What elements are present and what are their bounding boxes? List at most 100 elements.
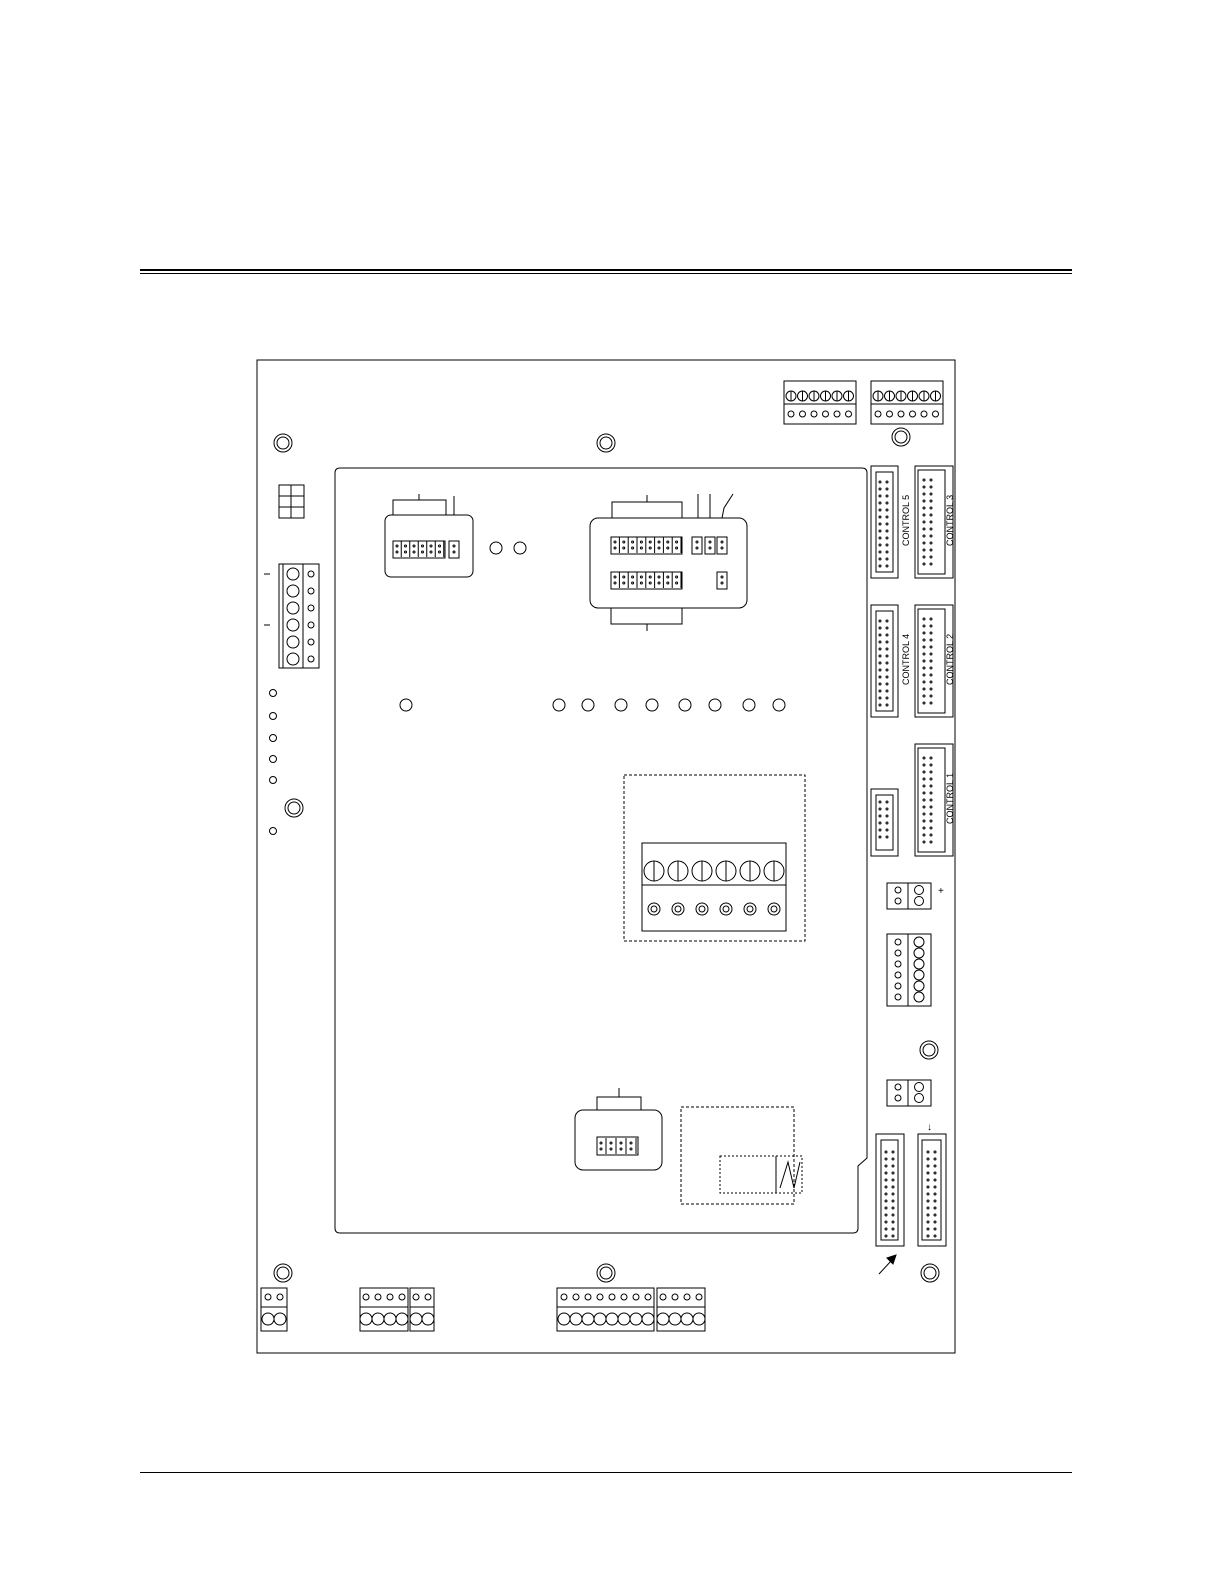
header-pin [923,486,925,488]
header-pin [934,1221,936,1223]
mounting-hole [274,434,292,452]
header-pin [923,507,925,509]
header-pin [934,1151,936,1153]
header-pin [934,1186,936,1188]
power-pin-core [747,906,753,912]
mounting-hole [920,1041,938,1059]
header-pin [923,695,925,697]
dip-dot [658,541,660,543]
header-pin [886,627,888,629]
header-pin [886,815,888,817]
terminal-pin [660,1294,666,1300]
mounting-hole [285,799,303,817]
power-pin-core [699,906,705,912]
header-pin [923,813,925,815]
terminal-screw [582,1313,594,1325]
header-pin [886,648,888,650]
terminal-screw [410,1313,422,1325]
control-2-label: CONTROL 2 [945,634,955,685]
header-pin [927,1151,929,1153]
dip-dot [610,1148,612,1150]
terminal-pin [425,1294,431,1300]
terminal-screw [360,1313,372,1325]
header-pin [930,521,932,523]
terminal-pin [895,961,901,967]
power-pin [768,903,780,915]
header-pin [886,676,888,678]
header-pin [934,1158,936,1160]
dip-dot [709,541,711,543]
pin-one-arrow: ↓ [927,1122,932,1133]
header-pin [923,639,925,641]
header-pin [886,565,888,567]
header-pin [934,1207,936,1209]
header-pin [923,841,925,843]
header-pin [879,683,881,685]
header-pin [886,683,888,685]
dip-dot [630,1148,632,1150]
header-pin [923,542,925,544]
header-pin [892,1214,894,1216]
header-pin [886,502,888,504]
terminal-screw [914,959,924,969]
header-pin [886,495,888,497]
header-pin [930,799,932,801]
header-pin [879,808,881,810]
header-pin [923,771,925,773]
header-pin [923,702,925,704]
dip-dot [614,576,616,578]
header-pin [923,785,925,787]
terminal-pin [933,411,939,417]
header-pin [886,620,888,622]
pointer-line [879,1261,891,1274]
dip-dot [721,576,723,578]
dip-dot [430,545,432,547]
header-pin [879,530,881,532]
header-pin [886,697,888,699]
dip-dot [430,551,432,553]
header-pin [930,528,932,530]
header-pin [886,669,888,671]
terminal-screw [669,1313,681,1325]
terminal-pin [609,1294,615,1300]
dip-dot [632,541,634,543]
terminal-block-right-2pin [887,883,931,909]
header-pin [930,834,932,836]
terminal-pin [308,571,314,577]
terminal-block-top-left [784,381,856,424]
dip-dot [640,547,642,549]
dip-switch-group-3 [575,1088,662,1170]
header-pin [930,535,932,537]
dip-dot [614,547,616,549]
terminal-screw [914,981,924,991]
status-led [490,542,502,554]
header-pin [927,1179,929,1181]
header-pin [923,632,925,634]
header-pin [927,1172,929,1174]
header-pin [885,1214,887,1216]
ribbon-connector-bottom-right [918,1134,946,1246]
terminal-screw [618,1313,630,1325]
dip-dot [658,547,660,549]
terminal-pin [834,411,840,417]
header-pin [927,1235,929,1237]
mounting-hole [892,428,910,446]
terminal-pin [399,1294,405,1300]
header-pin [886,523,888,525]
dip-dot [623,576,625,578]
header-pin [927,1214,929,1216]
dip-dot [640,541,642,543]
terminal-screw [630,1313,642,1325]
header-pin [885,1200,887,1202]
header-pin [892,1179,894,1181]
header-pin [879,558,881,560]
dip-dot [640,576,642,578]
header-pin [886,808,888,810]
header-pin [930,479,932,481]
header-pin [885,1235,887,1237]
header-pin [934,1165,936,1167]
dip-dot [649,541,651,543]
header-pin [879,669,881,671]
terminal-screw [642,1313,654,1325]
